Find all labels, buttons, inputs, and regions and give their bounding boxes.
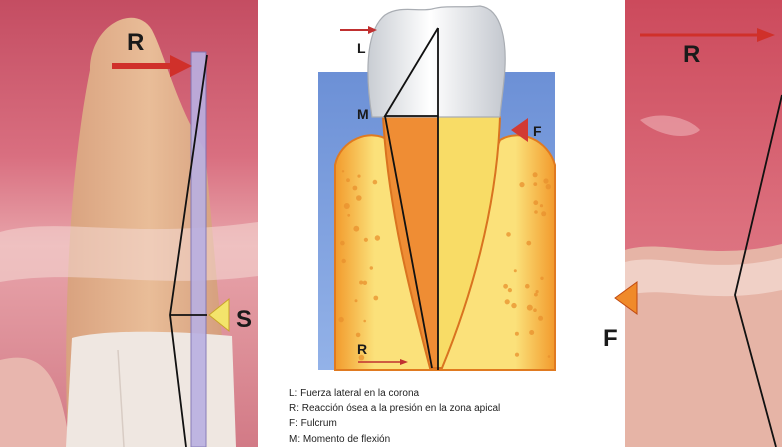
bone-dot	[508, 288, 512, 292]
bone-dot	[370, 266, 373, 269]
bone-dot	[546, 184, 551, 189]
bone-dot	[511, 303, 516, 308]
bone-dot	[338, 317, 343, 322]
bone-dot	[364, 238, 368, 242]
bone-dot	[355, 299, 358, 302]
bone-dot	[541, 211, 546, 216]
tooth-enamel	[66, 332, 236, 447]
right-photo: R	[625, 0, 782, 447]
lateral-force-label: L	[357, 40, 366, 56]
fulcrum-label: F	[533, 123, 542, 139]
bone-dot	[515, 353, 519, 357]
left-side-label: S	[236, 306, 252, 333]
bone-dot	[363, 320, 366, 323]
bone-dot	[373, 180, 378, 185]
bone-dot	[357, 175, 360, 178]
legend-line-moment: M: Momento de flexión	[289, 434, 390, 445]
bone-dot	[527, 305, 533, 311]
bone-dot	[514, 269, 517, 272]
bone-dot	[548, 355, 551, 358]
bone-dot	[534, 210, 538, 214]
bone-dot	[373, 296, 378, 301]
bone-dot	[526, 241, 531, 246]
bone-dot	[519, 182, 524, 187]
bone-dot	[533, 308, 537, 312]
bone-dot	[356, 195, 362, 201]
bone-dot	[533, 182, 537, 186]
gingival-band	[0, 222, 258, 282]
bone-dot	[536, 290, 539, 293]
bone-dot	[347, 214, 350, 217]
legend-line-lateral: L: Fuerza lateral en la corona	[289, 388, 420, 399]
right-force-label: R	[683, 41, 700, 68]
bone-dot	[515, 332, 519, 336]
bone-dot	[375, 235, 380, 240]
bone-dot	[503, 284, 508, 289]
bone-dot	[359, 281, 363, 285]
bone-dot	[342, 259, 346, 263]
bone-dot	[506, 232, 511, 237]
legend-line-fulcrum: F: Fulcrum	[289, 418, 337, 429]
bone-dot	[529, 330, 534, 335]
bone-dot	[538, 316, 543, 321]
bone-dot	[540, 277, 543, 280]
bone-dot	[346, 178, 350, 182]
bone-dot	[543, 178, 548, 183]
right-fulcrum-label: F	[603, 325, 618, 352]
bone-dot	[342, 170, 344, 172]
bone-dot	[356, 333, 361, 338]
left-force-label: R	[127, 29, 144, 56]
bone-dot	[344, 203, 350, 209]
bone-dot	[353, 186, 358, 191]
tooth-crown	[368, 6, 505, 117]
bone-dot	[505, 299, 510, 304]
center-diagram: L M F R L: Fuerza lateral en la corona R…	[258, 0, 625, 447]
bone-dot	[540, 204, 543, 207]
bone-dot	[525, 284, 530, 289]
bone-dot	[353, 226, 359, 232]
bone-dot	[340, 241, 345, 246]
legend-line-reaction: R: Reacción ósea a la presión en la zona…	[289, 403, 500, 414]
bone-dot	[533, 200, 538, 205]
moment-label: M	[357, 106, 369, 122]
reaction-label: R	[357, 341, 367, 357]
bone-dot	[534, 293, 538, 297]
bone-dot	[363, 281, 367, 285]
left-photo: R S	[0, 0, 258, 447]
bone-dot	[533, 172, 538, 177]
